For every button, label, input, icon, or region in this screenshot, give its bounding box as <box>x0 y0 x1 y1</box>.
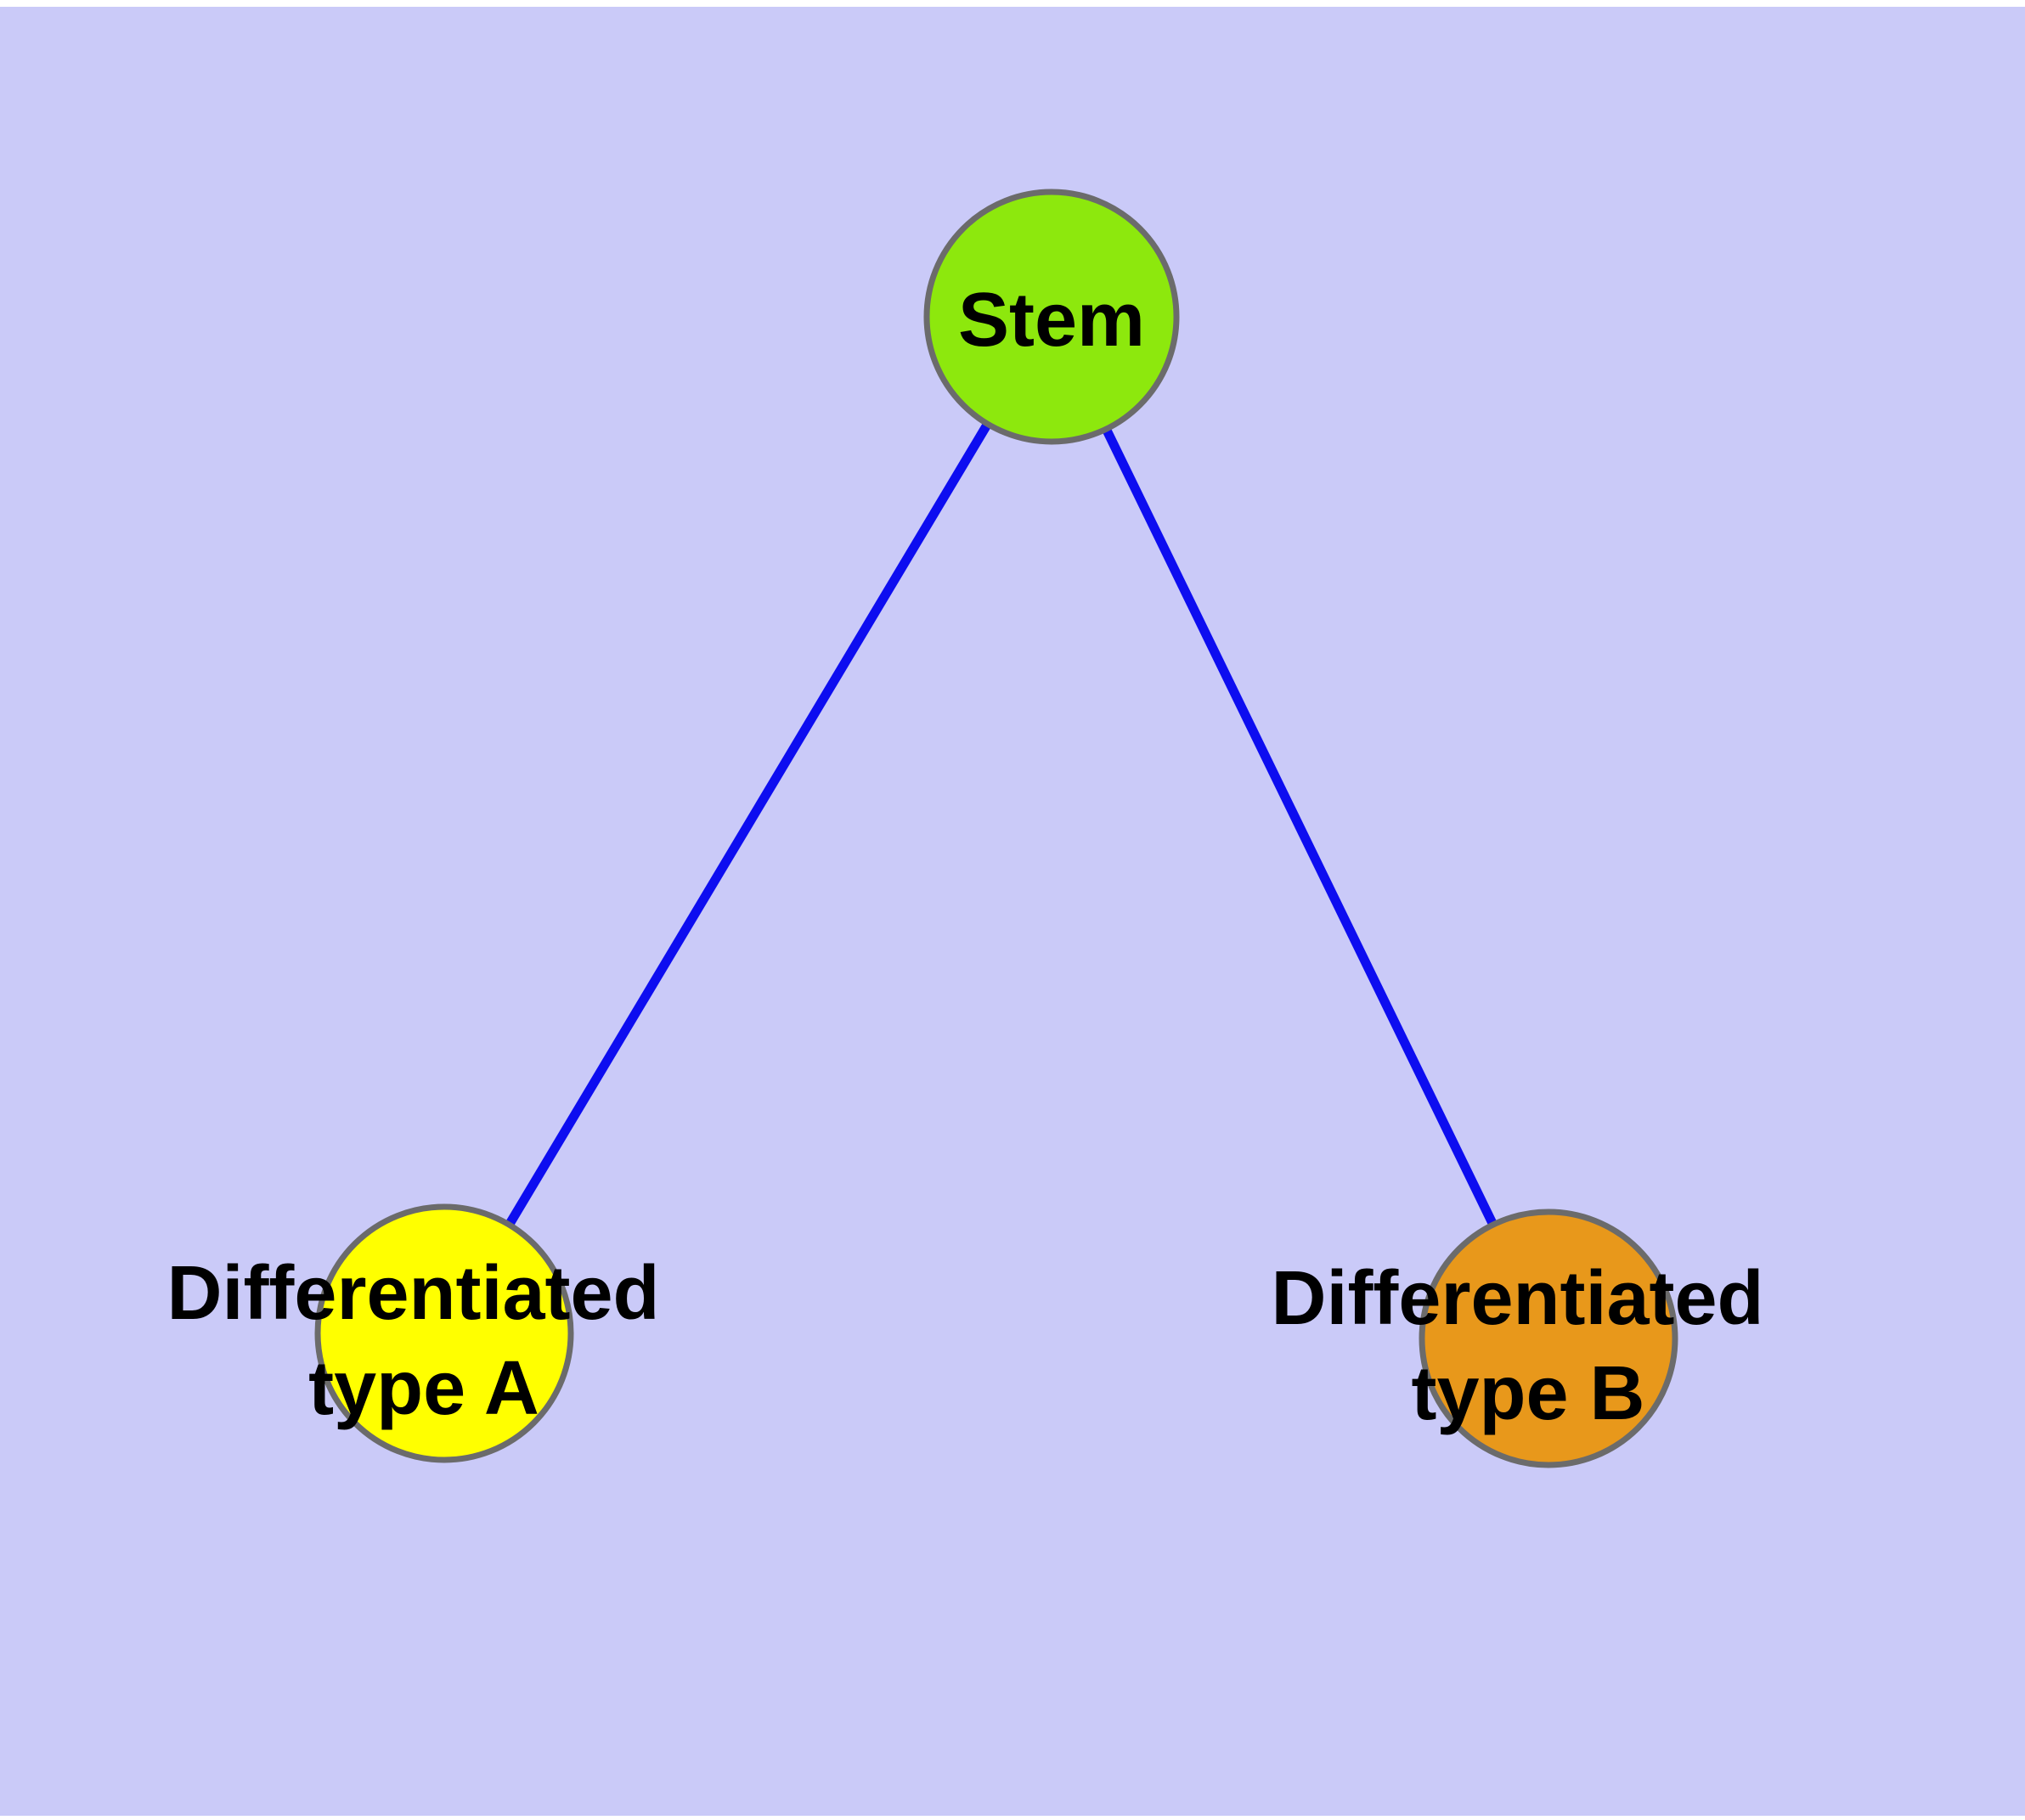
node-differentiated-type-b-label-line2: type B <box>1411 1351 1644 1436</box>
node-differentiated-type-a: Differentiated type A <box>166 1203 680 1463</box>
node-differentiated-type-b-label-line1: Differentiated <box>1271 1256 1763 1341</box>
node-differentiated-type-b: Differentiated type B <box>1271 1209 1785 1468</box>
node-differentiated-type-a-label: Differentiated type A <box>166 1251 680 1431</box>
edge-stem-to-type-a <box>440 314 1056 1336</box>
node-stem-label: Stem <box>958 278 1145 363</box>
node-differentiated-type-b-label: Differentiated type B <box>1271 1256 1785 1436</box>
node-differentiated-type-a-circle <box>314 1203 574 1463</box>
node-differentiated-type-b-circle <box>1419 1209 1678 1468</box>
node-differentiated-type-a-label-line1: Differentiated <box>166 1251 659 1336</box>
node-stem: Stem <box>923 189 1180 445</box>
node-stem-circle <box>923 189 1180 445</box>
top-margin-strip <box>0 0 2025 7</box>
edge-stem-to-type-b <box>1047 314 1553 1341</box>
node-differentiated-type-a-label-line2: type A <box>308 1346 539 1431</box>
